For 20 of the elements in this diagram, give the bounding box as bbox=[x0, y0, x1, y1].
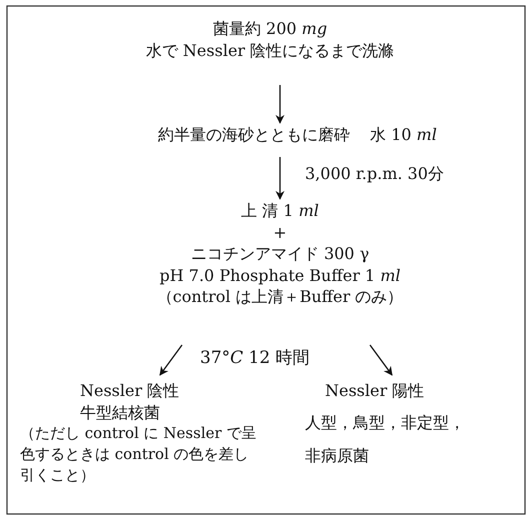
step-text: 牛型結核菌 bbox=[79, 402, 161, 424]
condition-label: 37°C 12 時間 bbox=[200, 347, 310, 369]
arrow bbox=[369, 344, 393, 376]
step-text: Nessler 陽性 bbox=[324, 380, 426, 402]
plus-sign: + bbox=[272, 222, 288, 244]
step-text: 約半量の海砂とともに磨砕 bbox=[157, 124, 350, 146]
step-text: ニコチンアマイド 300 γ bbox=[190, 243, 370, 265]
arrow bbox=[159, 344, 183, 376]
step-text: （control は上清＋Buffer のみ） bbox=[156, 286, 404, 308]
arrow bbox=[276, 85, 284, 124]
step-text: 人型，鳥型，非定型，非病原菌 bbox=[305, 412, 466, 468]
step-text: （ただし control に Nessler で呈色するときは control の色を差し引くこと） bbox=[20, 423, 258, 486]
step-text: Nessler 陰性 bbox=[79, 380, 180, 402]
edge-label: 3,000 r.p.m. 30分 bbox=[305, 164, 444, 185]
beside-note: 水 10 ml bbox=[370, 124, 437, 146]
arrow bbox=[276, 157, 284, 200]
step-text: 菌量約 200 mg bbox=[212, 18, 328, 40]
step-text: pH 7.0 Phosphate Buffer 1 ml bbox=[158, 264, 402, 286]
step-text: 水で Nessler 陰性になるまで洗滌 bbox=[144, 40, 396, 62]
step-text: 上 清 1 ml bbox=[240, 200, 320, 222]
